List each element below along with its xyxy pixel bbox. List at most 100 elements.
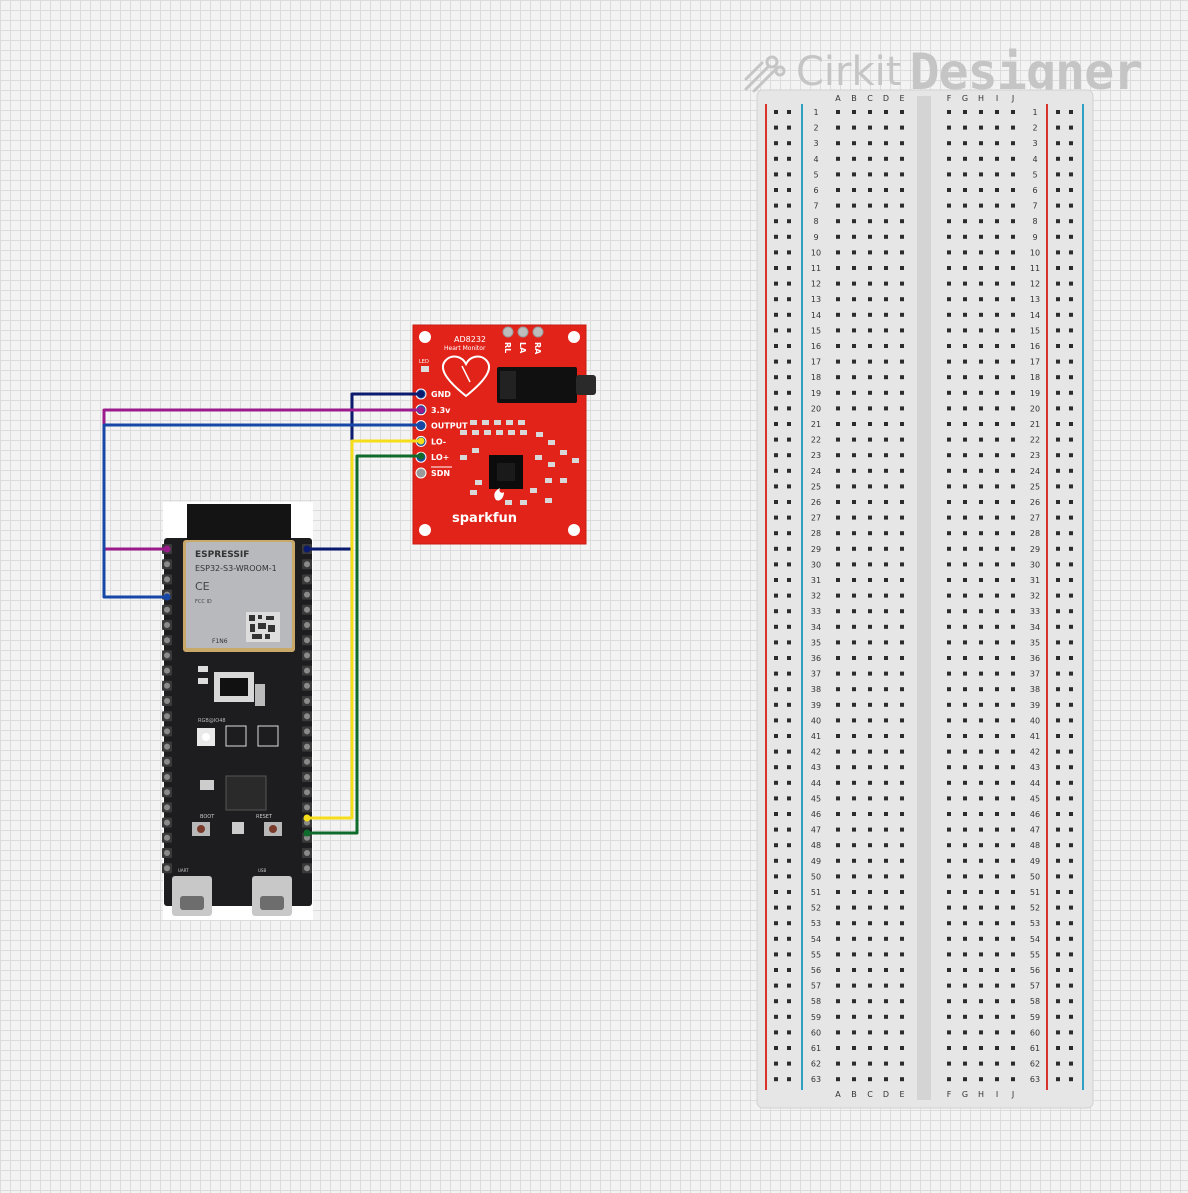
breadboard-hole[interactable] <box>1011 515 1015 520</box>
breadboard-hole[interactable] <box>947 562 951 567</box>
breadboard-hole[interactable] <box>947 656 951 660</box>
breadboard-hole[interactable] <box>1011 609 1015 614</box>
breadboard-hole[interactable] <box>884 968 888 972</box>
rail-hole[interactable] <box>1069 702 1073 707</box>
breadboard-hole[interactable] <box>884 422 888 426</box>
breadboard-hole[interactable] <box>1011 968 1015 972</box>
breadboard-hole[interactable] <box>1011 578 1015 582</box>
breadboard-hole[interactable] <box>836 562 840 567</box>
breadboard-hole[interactable] <box>852 188 856 192</box>
rail-hole[interactable] <box>1056 453 1060 458</box>
rail-hole[interactable] <box>787 546 791 551</box>
breadboard-hole[interactable] <box>884 484 888 489</box>
breadboard-hole[interactable] <box>900 531 904 536</box>
breadboard-hole[interactable] <box>979 172 983 177</box>
rail-hole[interactable] <box>774 546 778 551</box>
breadboard-hole[interactable] <box>868 141 872 146</box>
rail-hole[interactable] <box>1069 219 1073 224</box>
breadboard-hole[interactable] <box>963 1014 967 1019</box>
breadboard-hole[interactable] <box>900 453 904 458</box>
breadboard-hole[interactable] <box>852 281 856 286</box>
breadboard-hole[interactable] <box>1011 359 1015 364</box>
breadboard-hole[interactable] <box>836 297 840 302</box>
breadboard-hole[interactable] <box>884 656 888 660</box>
breadboard-hole[interactable] <box>963 281 967 286</box>
breadboard-hole[interactable] <box>995 234 999 239</box>
rail-hole[interactable] <box>1069 328 1073 333</box>
breadboard-hole[interactable] <box>947 749 951 754</box>
breadboard-hole[interactable] <box>884 1046 888 1050</box>
breadboard-hole[interactable] <box>884 531 888 536</box>
breadboard-hole[interactable] <box>836 702 840 707</box>
breadboard-hole[interactable] <box>868 1046 872 1050</box>
breadboard-hole[interactable] <box>884 687 888 692</box>
breadboard-hole[interactable] <box>947 281 951 286</box>
breadboard-hole[interactable] <box>836 796 840 801</box>
breadboard-hole[interactable] <box>884 1030 888 1035</box>
rail-hole[interactable] <box>1056 827 1060 832</box>
breadboard-hole[interactable] <box>947 796 951 801</box>
breadboard-hole[interactable] <box>900 827 904 832</box>
breadboard-hole[interactable] <box>979 827 983 832</box>
rail-hole[interactable] <box>1056 188 1060 192</box>
breadboard-hole[interactable] <box>979 843 983 848</box>
breadboard-hole[interactable] <box>1011 780 1015 785</box>
breadboard-hole[interactable] <box>995 203 999 208</box>
breadboard-hole[interactable] <box>995 827 999 832</box>
breadboard-hole[interactable] <box>900 890 904 894</box>
breadboard-hole[interactable] <box>995 359 999 364</box>
breadboard-hole[interactable] <box>900 219 904 224</box>
breadboard-hole[interactable] <box>979 468 983 473</box>
breadboard-hole[interactable] <box>947 890 951 894</box>
breadboard-hole[interactable] <box>900 281 904 286</box>
rail-hole[interactable] <box>774 110 778 114</box>
rail-hole[interactable] <box>1069 780 1073 785</box>
rail-hole[interactable] <box>787 796 791 801</box>
breadboard-hole[interactable] <box>868 1061 872 1066</box>
rail-hole[interactable] <box>1069 312 1073 317</box>
breadboard-hole[interactable] <box>963 359 967 364</box>
breadboard-hole[interactable] <box>836 687 840 692</box>
breadboard-hole[interactable] <box>852 874 856 879</box>
breadboard-hole[interactable] <box>995 266 999 270</box>
breadboard-hole[interactable] <box>1011 125 1015 130</box>
rail-hole[interactable] <box>774 484 778 489</box>
rail-hole[interactable] <box>787 390 791 395</box>
breadboard-hole[interactable] <box>900 110 904 114</box>
breadboard-hole[interactable] <box>868 281 872 286</box>
breadboard-hole[interactable] <box>963 921 967 926</box>
rail-hole[interactable] <box>774 858 778 863</box>
breadboard-hole[interactable] <box>963 422 967 426</box>
breadboard-hole[interactable] <box>884 640 888 645</box>
rail-hole[interactable] <box>787 172 791 177</box>
rail-hole[interactable] <box>774 375 778 380</box>
ad8232-audio-jack[interactable] <box>497 367 596 403</box>
breadboard-hole[interactable] <box>900 484 904 489</box>
rail-hole[interactable] <box>787 999 791 1004</box>
rail-hole[interactable] <box>1069 936 1073 941</box>
breadboard-hole[interactable] <box>979 999 983 1004</box>
rail-hole[interactable] <box>787 702 791 707</box>
breadboard-hole[interactable] <box>852 936 856 941</box>
breadboard-hole[interactable] <box>963 110 967 114</box>
rail-hole[interactable] <box>787 765 791 770</box>
rail-hole[interactable] <box>774 843 778 848</box>
breadboard-hole[interactable] <box>1011 297 1015 302</box>
breadboard-hole[interactable] <box>1011 812 1015 816</box>
breadboard-hole[interactable] <box>947 640 951 645</box>
breadboard-hole[interactable] <box>884 999 888 1004</box>
breadboard-hole[interactable] <box>868 609 872 614</box>
breadboard-hole[interactable] <box>947 219 951 224</box>
rail-hole[interactable] <box>1069 422 1073 426</box>
breadboard-hole[interactable] <box>836 375 840 380</box>
rail-hole[interactable] <box>774 890 778 894</box>
breadboard-hole[interactable] <box>884 312 888 317</box>
breadboard-hole[interactable] <box>900 593 904 598</box>
breadboard-hole[interactable] <box>884 359 888 364</box>
breadboard-hole[interactable] <box>963 578 967 582</box>
breadboard-hole[interactable] <box>1011 328 1015 333</box>
breadboard-hole[interactable] <box>963 843 967 848</box>
rail-hole[interactable] <box>787 827 791 832</box>
breadboard-hole[interactable] <box>836 858 840 863</box>
